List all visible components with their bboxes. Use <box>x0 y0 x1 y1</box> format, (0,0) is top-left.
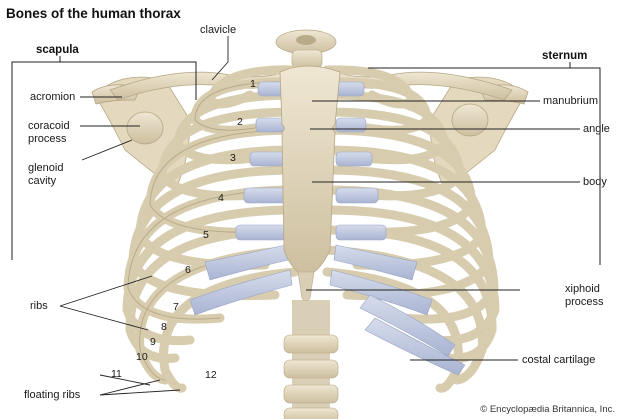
acromion-label: acromion <box>30 91 75 103</box>
sternum-bone <box>280 66 340 276</box>
xiphoid-bone <box>298 272 314 301</box>
rib-number-3: 3 <box>230 153 236 164</box>
rib-number-2: 2 <box>237 117 243 128</box>
rib-number-12: 12 <box>205 370 217 381</box>
copyright-notice: © Encyclopædia Britannica, Inc. <box>480 404 615 415</box>
angle-label: angle <box>583 123 610 135</box>
sternum-header: sternum <box>542 50 587 62</box>
xiphoid-label-2: process <box>565 296 604 308</box>
diagram-title: Bones of the human thorax <box>6 6 181 21</box>
rib-number-4: 4 <box>218 193 224 204</box>
rib-number-5: 5 <box>203 230 209 241</box>
costal-cartilage-label: costal cartilage <box>522 354 595 366</box>
manubrium-label: manubrium <box>543 95 598 107</box>
body-label: body <box>583 176 607 188</box>
coracoid-label-1: coracoid <box>28 120 70 132</box>
glenoid-label-1: glenoid <box>28 162 63 174</box>
rib-number-10: 10 <box>136 352 148 363</box>
rib-number-6: 6 <box>185 265 191 276</box>
floating-ribs-label: floating ribs <box>24 389 80 401</box>
scapula-header: scapula <box>36 44 79 56</box>
rib-number-1: 1 <box>250 79 256 90</box>
cervical-vertebra <box>276 30 336 68</box>
clavicle-label: clavicle <box>200 24 236 36</box>
ribs-label: ribs <box>30 300 48 312</box>
coracoid-label-2: process <box>28 133 67 145</box>
rib-number-9: 9 <box>150 337 156 348</box>
vertebral-column <box>284 300 338 419</box>
glenoid-label-2: cavity <box>28 175 56 187</box>
rib-number-8: 8 <box>161 322 167 333</box>
rib-number-11: 11 <box>111 369 122 380</box>
rib-number-7: 7 <box>173 302 179 313</box>
xiphoid-label-1: xiphoid <box>565 283 600 295</box>
